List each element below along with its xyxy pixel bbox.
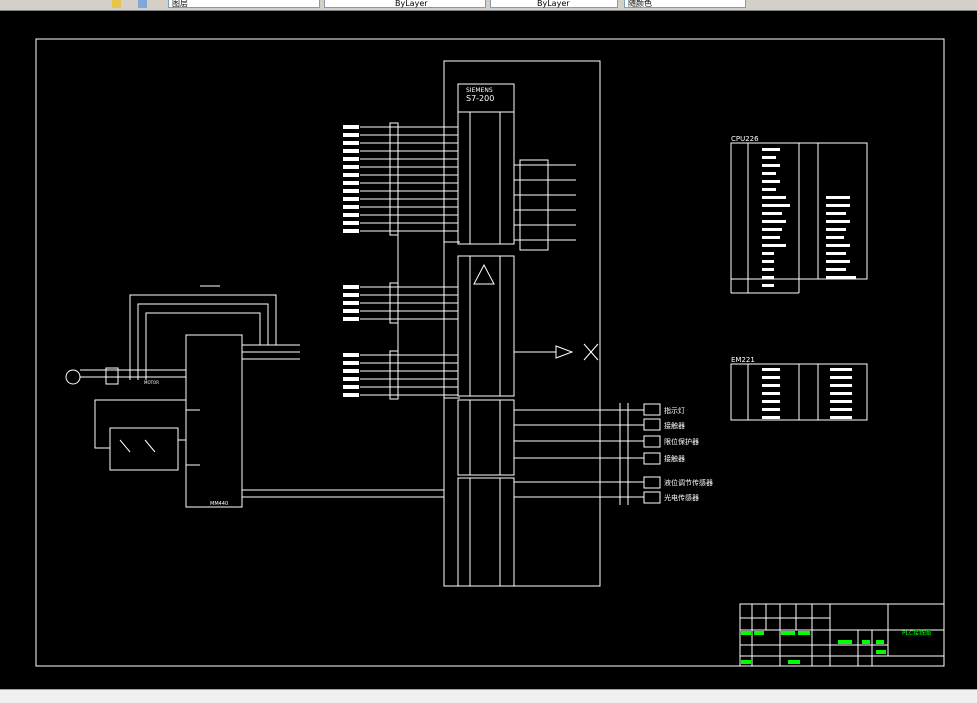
layer-dropdown[interactable]: 图层 xyxy=(168,0,320,8)
drawing-canvas[interactable]: SIEMENS S7-200 CPU226 EM221 MM440 MOTOR … xyxy=(0,11,977,689)
em-table-title: EM221 xyxy=(731,356,755,364)
plc-brand-text: SIEMENS xyxy=(466,87,493,94)
title-block xyxy=(739,603,945,667)
linetype-dropdown[interactable]: ByLayer xyxy=(324,0,486,8)
direction-arrow-up xyxy=(473,263,495,285)
output-label-6: 光电传感器 xyxy=(664,493,699,502)
output-wiring xyxy=(514,403,661,505)
output-label-1: 指示灯 xyxy=(664,406,685,415)
motor-label: MOTOR xyxy=(144,380,159,385)
input-labels xyxy=(343,125,359,397)
plc-cpu-module xyxy=(457,83,515,245)
plc-outline xyxy=(443,60,601,587)
color-dropdown[interactable]: 随颜色 xyxy=(624,0,746,8)
table-entries xyxy=(762,148,856,419)
lineweight-dropdown[interactable]: ByLayer xyxy=(490,0,618,8)
output-label-3: 限位保护器 xyxy=(664,437,699,446)
drawing-frame xyxy=(35,38,945,667)
schematic-drawing: SIEMENS S7-200 CPU226 EM221 MM440 MOTOR … xyxy=(35,38,945,667)
plc-model-text: S7-200 xyxy=(466,94,494,103)
direction-arrow-right xyxy=(555,345,574,359)
cpu-table-title: CPU226 xyxy=(731,135,759,143)
output-label-4: 接触器 xyxy=(664,454,685,463)
inverter-mm440 xyxy=(185,334,243,508)
cpu-output-relays xyxy=(519,159,549,251)
input-wiring xyxy=(360,122,458,400)
cad-toolbar: 图层 ByLayer ByLayer 随颜色 xyxy=(0,0,977,11)
motor-symbol xyxy=(65,369,81,385)
inverter-label: MM440 xyxy=(210,501,228,507)
output-label-5: 液位调节传感器 xyxy=(664,478,713,487)
output-label-2: 接触器 xyxy=(664,421,685,430)
plc-expansion-module-1 xyxy=(457,255,515,397)
plc-expansion-module-2 xyxy=(457,399,515,476)
status-bar xyxy=(0,689,977,703)
title-block-fields xyxy=(741,631,886,664)
control-relay-box xyxy=(109,427,179,471)
title-block-name: PLC接线图 xyxy=(902,629,931,637)
layer-state-icon[interactable] xyxy=(112,0,121,8)
plc-expansion-module-3 xyxy=(457,477,515,587)
layer-previous-icon[interactable] xyxy=(138,0,147,8)
